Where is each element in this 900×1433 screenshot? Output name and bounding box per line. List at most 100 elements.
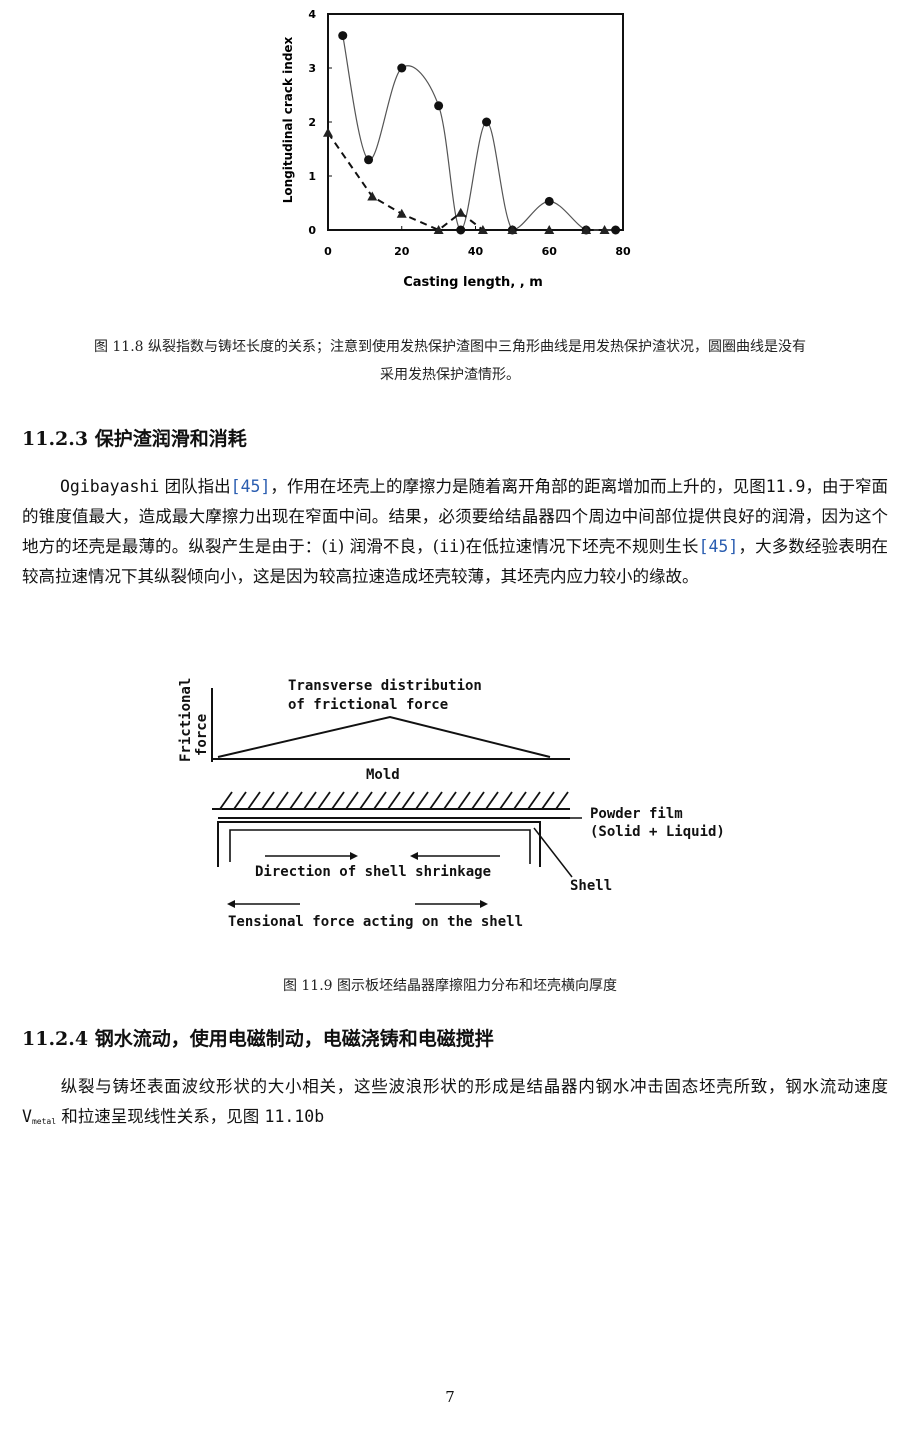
hatch-line	[471, 791, 485, 810]
series-line-circles	[342, 35, 616, 231]
data-point-triangle	[507, 225, 518, 234]
arrow-head-icon	[227, 900, 235, 908]
data-point-triangle	[396, 208, 407, 218]
x-axis-label: Casting length, , m	[403, 275, 543, 290]
section-heading-2: 11.2.4 钢水流动，使用电磁制动，电磁浇铸和电磁搅拌	[22, 1028, 494, 1050]
hatch-line	[233, 791, 247, 810]
y-tick-label: 4	[308, 8, 316, 21]
hatch-line	[345, 791, 359, 810]
hatch-line	[219, 791, 233, 810]
section-heading-1: 11.2.3 保护渣润滑和消耗	[22, 428, 247, 450]
list-marker: i	[327, 537, 338, 556]
section1-paragraph: Ogibayashi 团队指出[45]，作用在坯壳上的摩擦力是随着离开角部的距离…	[22, 472, 888, 592]
citation-link[interactable]: [45]	[698, 537, 739, 556]
y-tick-label: 1	[308, 170, 316, 183]
mold-label: Mold	[366, 767, 400, 783]
hatch-line	[373, 791, 387, 810]
figure-ref: 11.10b	[264, 1107, 325, 1126]
data-point-triangle	[433, 225, 444, 234]
hatch-line	[513, 791, 527, 810]
force-label-line2: force	[194, 714, 210, 756]
data-point-triangle	[367, 191, 378, 201]
x-tick-label: 0	[324, 245, 332, 258]
hatch-line	[401, 791, 415, 810]
x-tick-label: 40	[468, 245, 484, 258]
hatch-line	[247, 791, 261, 810]
hatch-line	[457, 791, 471, 810]
crack-index-chart: 0 20 40 60 80 0 1 2 3 4 Casting length, , m Longi…	[281, 8, 631, 290]
fig2-caption: 图 11.9 图示板坯结晶器摩擦阻力分布和坯壳横向厚度	[282, 978, 618, 994]
arrow-head-icon	[410, 852, 418, 860]
hatch-line	[317, 791, 331, 810]
powder-film-label-line1: Powder film	[590, 806, 683, 822]
para-text: ，大多数经验表明在较高拉速情况下其纵裂倾向小，这是因为较高拉速造成坯壳较薄，其坯…	[22, 537, 889, 586]
y-tick-label: 2	[308, 116, 316, 129]
data-point-circle	[544, 196, 554, 206]
fig1-caption: 图 11.8 纵裂指数与铸坯长度的关系；注意到使用发热保护渣图中三角形曲线是用发…	[0, 333, 900, 389]
data-point-triangle	[455, 207, 466, 217]
arrow-head-icon	[350, 852, 358, 860]
velocity-subscript: metal	[31, 1117, 57, 1126]
hatch-line	[275, 791, 289, 810]
para-text: 团队指出	[159, 477, 231, 496]
data-point-triangle	[323, 127, 333, 137]
data-point-circle	[338, 31, 348, 41]
arrow-head-icon	[480, 900, 488, 908]
hatch-line	[485, 791, 499, 810]
y-tick-label: 3	[308, 62, 316, 75]
chart-series	[323, 31, 621, 235]
data-point-triangle	[544, 225, 555, 234]
data-point-circle	[456, 225, 466, 235]
hatch-line	[527, 791, 541, 810]
hatch-line	[555, 791, 569, 810]
para-text: 和拉速呈现线性关系，见图	[56, 1107, 265, 1126]
data-point-circle	[482, 117, 492, 127]
shell-inner	[229, 829, 531, 864]
figure-ref: 11.9	[765, 477, 806, 496]
hatch-line	[443, 791, 457, 810]
force-label-line1: Frictional	[178, 678, 194, 762]
citation-link[interactable]: [45]	[230, 477, 271, 496]
y-axis-label: Longitudinal crack index	[281, 36, 295, 203]
x-tick-label: 60	[542, 245, 558, 258]
para-text: ，作用在坯壳上的摩擦力是随着离开角部的距离增加而上升的，见图	[270, 477, 766, 496]
data-point-circle	[611, 225, 621, 235]
list-marker: ii	[439, 537, 460, 556]
data-point-circle	[434, 101, 444, 111]
para-text: 纵裂与铸坯表面波纹形状的大小相关，这些波浪形状的形成是结晶器内钢水冲击固态坯壳所…	[60, 1077, 888, 1096]
hatch-line	[261, 791, 275, 810]
velocity-symbol: V	[22, 1107, 32, 1126]
data-point-triangle	[581, 225, 592, 234]
data-point-circle	[397, 63, 407, 73]
friction-title-line2: of frictional force	[288, 697, 448, 713]
hatch-line	[415, 791, 429, 810]
chart-ticks: 0 20 40 60 80 0 1 2 3 4	[308, 8, 631, 258]
fig1-caption-line2: 采用发热保护渣情形。	[380, 367, 520, 383]
data-point-triangle	[477, 225, 488, 234]
hatch-line	[429, 791, 443, 810]
x-tick-label: 20	[394, 245, 410, 258]
hatch-line	[541, 791, 555, 810]
para-text: )在低拉速情况下坯壳不规则生长	[459, 537, 699, 556]
shell-label: Shell	[570, 878, 612, 894]
hatch-line	[331, 791, 345, 810]
para-text: ，由于窄面的锥度值最大，造成最大摩擦力出现在窄面中间。结果，必须要给结晶器四个周…	[22, 477, 889, 556]
page-number: 7	[445, 1388, 455, 1406]
author-name: Ogibayashi	[60, 477, 160, 496]
friction-title-line1: Transverse distribution	[288, 678, 482, 694]
series-line-triangles	[327, 132, 605, 232]
hatch-line	[499, 791, 513, 810]
shell-outline	[217, 821, 541, 867]
hatch-line	[303, 791, 317, 810]
friction-diagram: Transverse distribution of frictional fo…	[178, 678, 725, 930]
hatch-line	[387, 791, 401, 810]
shell-leader	[533, 827, 573, 878]
x-tick-label: 80	[615, 245, 631, 258]
powder-film-label-line2: (Solid + Liquid)	[590, 824, 725, 840]
tension-label: Tensional force acting on the shell	[228, 914, 523, 930]
shrinkage-label: Direction of shell shrinkage	[255, 864, 491, 880]
friction-distribution-curve	[217, 715, 551, 758]
y-tick-label: 0	[308, 224, 316, 237]
mold-hatching	[219, 791, 569, 810]
data-point-circle	[364, 155, 374, 165]
